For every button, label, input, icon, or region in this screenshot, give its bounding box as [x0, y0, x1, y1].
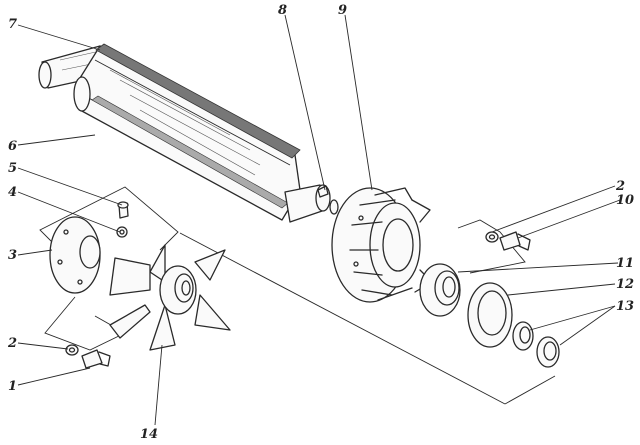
- fan-blades: [109, 244, 231, 351]
- callout-13: 13: [616, 299, 634, 314]
- callout-5: 5: [8, 161, 17, 176]
- rotor-core: [73, 43, 301, 221]
- callout-11: 11: [616, 256, 634, 271]
- callout-4: 4: [8, 185, 17, 200]
- callout-6: 6: [8, 139, 17, 154]
- assembly-frame-lines: [39, 186, 556, 405]
- bearing: [419, 263, 461, 317]
- fan-housing: [331, 187, 433, 303]
- callout-1: 1: [8, 379, 17, 394]
- callout-labels: 1 2 3 4 5 6 7 8 9 2 10 11 12 13 14: [7, 3, 634, 442]
- seal-rings: [512, 321, 560, 368]
- leader-lines: [17, 14, 621, 426]
- callout-2-right: 2: [615, 179, 625, 194]
- callout-8: 8: [278, 3, 287, 18]
- left-washer-and-bolt: [65, 344, 111, 369]
- callout-9: 9: [338, 3, 347, 18]
- shaft-right-end: [284, 184, 339, 223]
- callout-14: 14: [140, 427, 158, 442]
- flange: [49, 216, 101, 294]
- right-washer-and-bolt: [485, 231, 531, 251]
- callout-2-left: 2: [7, 336, 17, 351]
- callout-3: 3: [8, 248, 17, 263]
- rotor-strip: [95, 43, 301, 159]
- callout-7: 7: [8, 17, 17, 32]
- callout-12: 12: [616, 277, 634, 292]
- small-bolt-and-washer: [116, 201, 129, 238]
- callout-10: 10: [616, 193, 634, 208]
- gasket: [467, 282, 513, 348]
